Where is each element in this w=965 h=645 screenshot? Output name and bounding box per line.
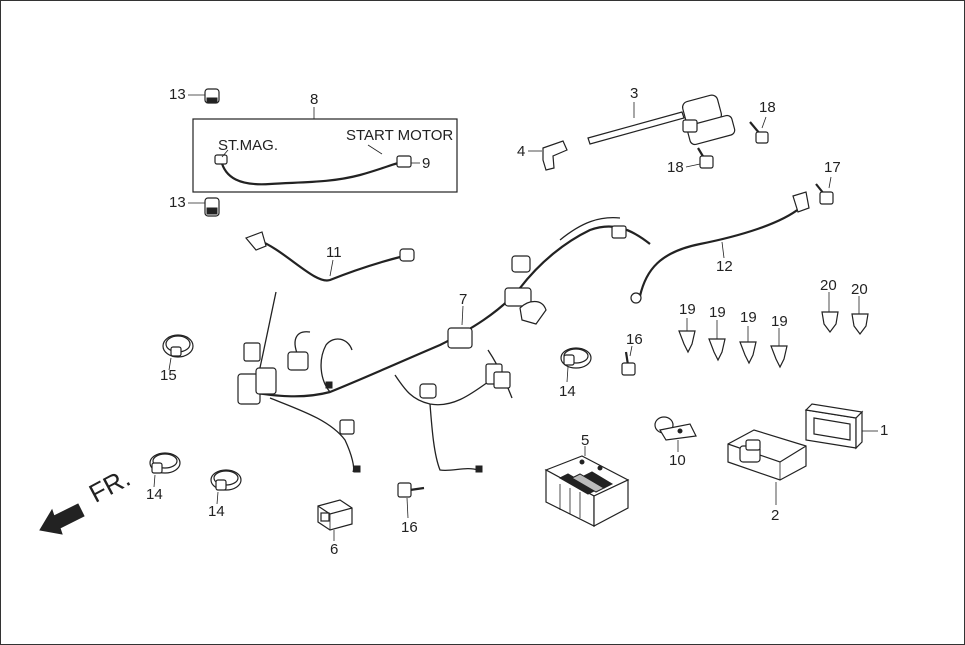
inset-box-part-8: [192, 118, 458, 193]
callout-14-right: 14: [559, 383, 576, 400]
bolt-part-17: [815, 176, 834, 205]
bolt-part-18-upper: [749, 116, 769, 144]
cable-clamp-part-14-left: [149, 452, 181, 488]
wire-harness-part-7: [237, 216, 651, 473]
inset-label-start-motor: START MOTOR: [346, 127, 454, 144]
nut-part-13-top: [188, 88, 220, 104]
callout-11: 11: [326, 244, 342, 261]
callout-1: 1: [880, 422, 889, 439]
callout-14-middle: 14: [208, 503, 225, 520]
callout-2: 2: [771, 507, 780, 524]
bracket-part-10: [654, 416, 697, 452]
clip-part-20-a: [821, 292, 839, 333]
callout-16-right: 16: [626, 331, 643, 348]
clip-part-19-c: [739, 326, 757, 365]
clip-part-19-d: [770, 328, 788, 369]
bolt-part-16-bottom: [397, 482, 425, 519]
clip-part-19-b: [708, 320, 726, 362]
cable-clamp-part-14-right: [560, 347, 592, 383]
bolt-part-16-right: [621, 345, 636, 376]
ignition-coil-part-3: [587, 94, 736, 146]
relay-box-part-2: [727, 429, 807, 505]
clip-part-20-b: [851, 296, 869, 335]
relay-part-6: [317, 499, 353, 541]
callout-13-bottom: 13: [169, 194, 186, 211]
callout-3: 3: [630, 85, 639, 102]
callout-16-bottom: 16: [401, 519, 418, 536]
callout-20-a: 20: [820, 277, 837, 294]
fuse-box-part-1: [804, 403, 878, 450]
cable-clamp-part-14-middle: [210, 469, 242, 505]
clip-part-19-a: [678, 318, 696, 354]
cable-clamp-part-15: [162, 334, 194, 371]
callout-18-upper: 18: [759, 99, 776, 116]
front-direction-arrow: [39, 503, 85, 535]
callout-15: 15: [160, 367, 177, 384]
bolt-part-18-lower: [685, 147, 714, 169]
callout-8: 8: [310, 91, 319, 108]
callout-18-lower: 18: [667, 159, 684, 176]
callout-7: 7: [459, 291, 468, 308]
callout-12: 12: [716, 258, 733, 275]
callout-10: 10: [669, 452, 686, 469]
callout-19-c: 19: [740, 309, 757, 326]
callout-4: 4: [517, 143, 526, 160]
starter-cable-part-9: [214, 144, 420, 186]
spark-plug-cap-part-4: [528, 140, 568, 171]
callout-19-d: 19: [771, 313, 788, 330]
callout-19-a: 19: [679, 301, 696, 318]
battery-cable-part-12: [630, 191, 810, 304]
callout-17: 17: [824, 159, 841, 176]
callout-20-b: 20: [851, 281, 868, 298]
inset-label-st-mag: ST.MAG.: [218, 137, 279, 154]
callout-14-left: 14: [146, 486, 163, 503]
ground-cable-part-11: [244, 231, 415, 282]
callout-13-top: 13: [169, 86, 186, 103]
callout-19-b: 19: [709, 304, 726, 321]
callout-5: 5: [581, 432, 590, 449]
callout-6: 6: [330, 541, 339, 558]
callout-9: 9: [422, 155, 431, 172]
regulator-part-5: [544, 446, 630, 527]
nut-part-13-bottom: [188, 197, 220, 217]
